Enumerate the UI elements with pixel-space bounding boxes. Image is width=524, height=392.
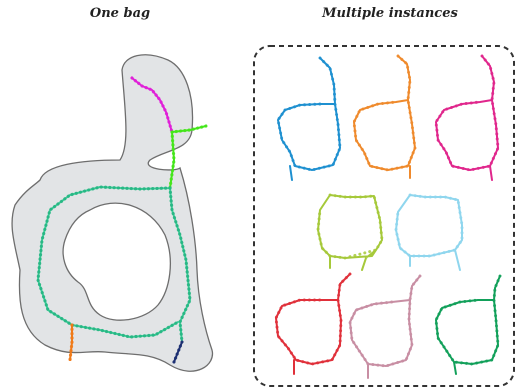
instance-orange [354,56,415,178]
instance-lightblue [396,195,462,270]
instances-panel [254,46,514,386]
instance-lime-dots [318,195,382,258]
instance-blue [278,58,340,180]
instance-blue-dots [278,58,340,170]
instance-pink [436,56,498,180]
instance-mauve [350,276,420,378]
bag-panel [12,55,212,371]
instances-frame [254,46,514,386]
instance-lightblue-dots [396,195,462,256]
instance-darkgreen-dots [436,276,500,364]
instance-pink-dots [436,56,498,170]
instance-lime [318,195,382,270]
instance-orange-dots [354,56,415,170]
